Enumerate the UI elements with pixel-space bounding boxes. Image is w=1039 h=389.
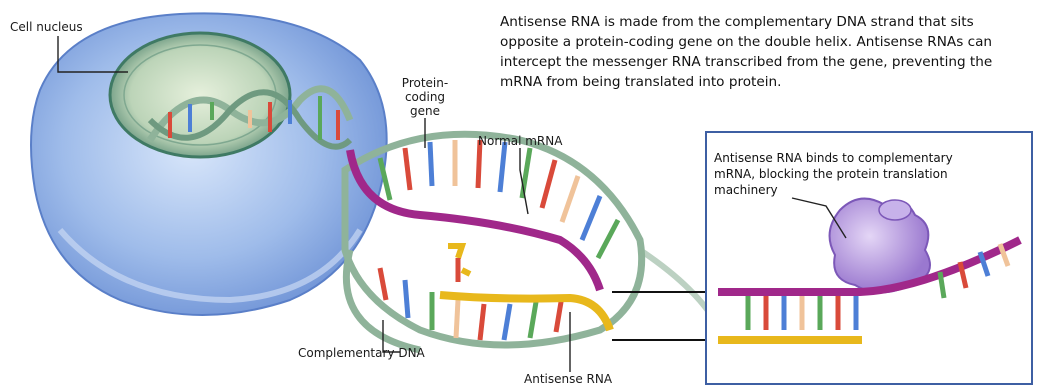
label-gene-line-3: gene (400, 104, 450, 118)
caption-text: Antisense RNA is made from the complemen… (500, 12, 1035, 92)
label-protein-coding-gene: Protein- coding gene (400, 76, 450, 118)
arrows (612, 287, 718, 345)
dna-bubble (345, 134, 720, 350)
label-normal-mrna: Normal mRNA (478, 134, 562, 148)
inset-line-1: Antisense RNA binds to complementary (714, 150, 1034, 166)
inset-line-3: machinery (714, 182, 1034, 198)
label-antisense-rna: Antisense RNA (524, 372, 612, 386)
label-complementary-dna: Complementary DNA (298, 346, 425, 360)
label-cell-nucleus: Cell nucleus (10, 20, 83, 34)
label-gene-line-1: Protein- (400, 76, 450, 90)
inset-line-2: mRNA, blocking the protein translation (714, 166, 1034, 182)
label-gene-line-2: coding (400, 90, 450, 104)
inset-description: Antisense RNA binds to complementary mRN… (714, 150, 1034, 198)
